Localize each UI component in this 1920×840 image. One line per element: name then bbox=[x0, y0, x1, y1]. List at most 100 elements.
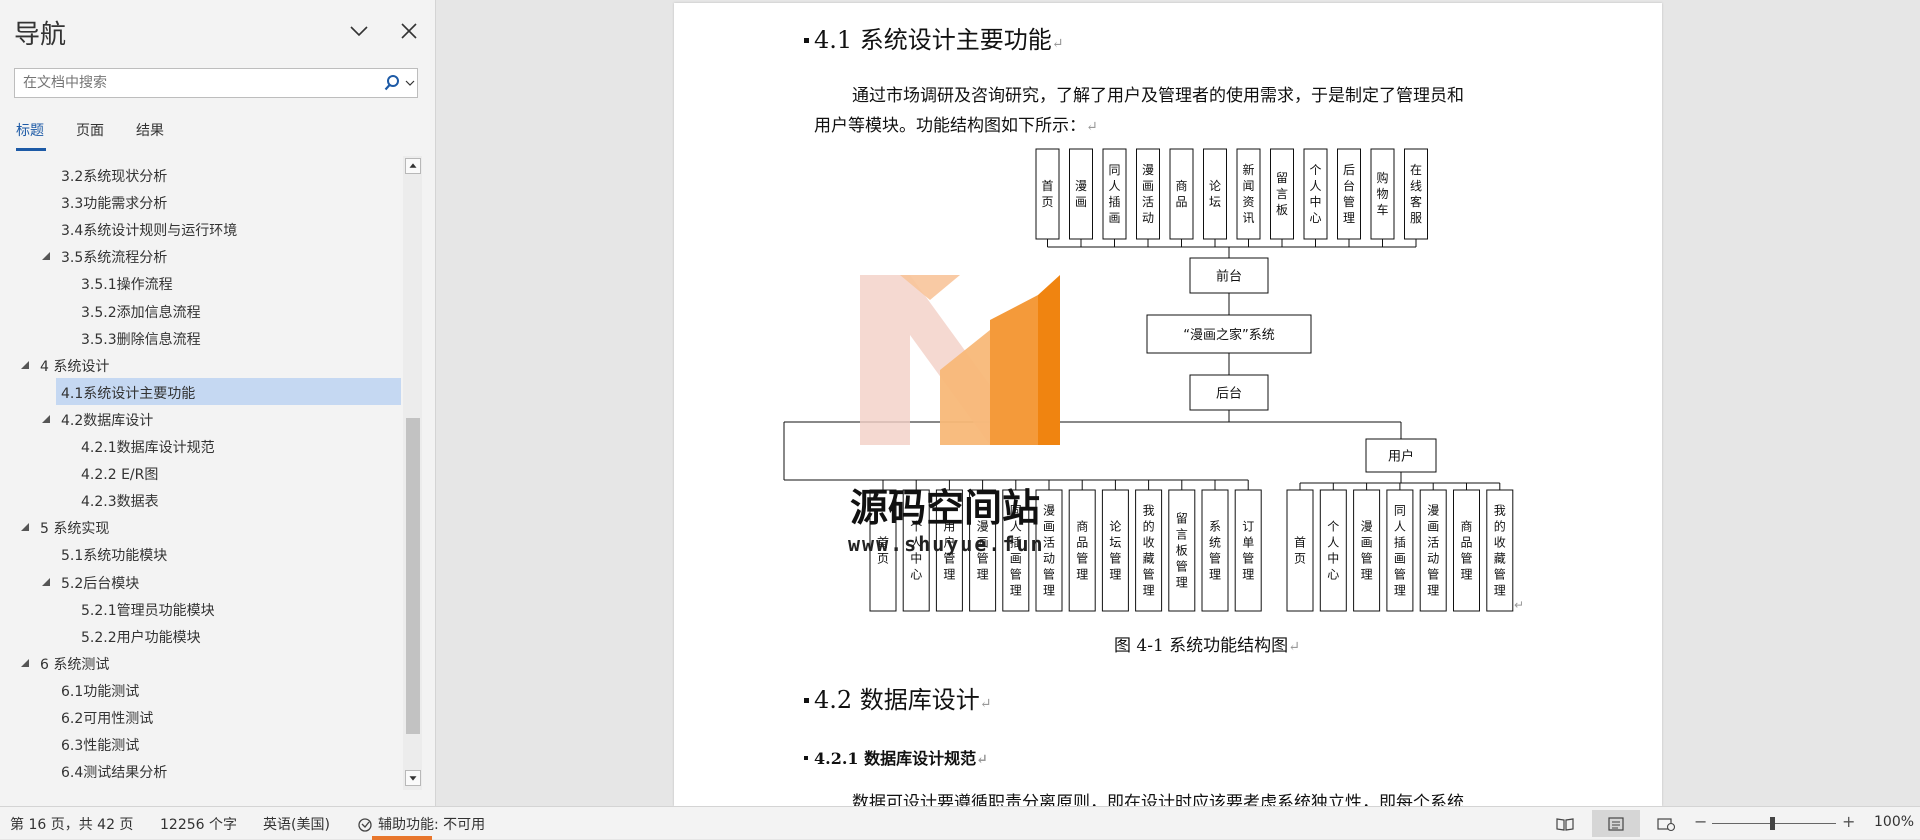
system-box-label: “漫画之家”系统 bbox=[1183, 327, 1274, 343]
zoom-level[interactable]: 100% bbox=[1874, 814, 1915, 830]
module-label-char: 单 bbox=[1242, 536, 1254, 550]
tree-item[interactable]: 3.5.3删除信息流程 bbox=[0, 324, 402, 351]
watermark-shape bbox=[900, 275, 960, 300]
search-input[interactable] bbox=[23, 73, 383, 93]
zoom-slider-thumb[interactable] bbox=[1770, 817, 1775, 830]
heading-bullet bbox=[804, 698, 809, 703]
tree-item[interactable]: 6.3性能测试 bbox=[0, 730, 402, 757]
module-label-char: 的 bbox=[1143, 519, 1155, 534]
tree-item-label: 4.2.1数据库设计规范 bbox=[81, 440, 215, 456]
module-label-char: 首 bbox=[1294, 536, 1306, 550]
module-label-char: 人 bbox=[910, 536, 922, 550]
module-label-char: 画 bbox=[1427, 520, 1439, 534]
zoom-out-button[interactable]: − bbox=[1694, 812, 1708, 831]
module-box bbox=[1002, 489, 1030, 612]
tree-item[interactable]: 5.2后台模块 bbox=[0, 568, 402, 595]
expand-triangle-icon[interactable] bbox=[20, 658, 30, 668]
module-label-char: 我 bbox=[1143, 504, 1155, 518]
tree-item[interactable]: 5.2.2用户功能模块 bbox=[0, 622, 402, 649]
chevron-down-icon[interactable] bbox=[346, 18, 372, 44]
search-icon[interactable] bbox=[383, 74, 401, 92]
module-box bbox=[1101, 489, 1129, 612]
zoom-in-button[interactable]: + bbox=[1842, 812, 1856, 831]
tree-item[interactable]: 4.1系统设计主要功能 bbox=[56, 377, 401, 405]
accessibility-icon[interactable] bbox=[357, 817, 373, 833]
expand-triangle-icon[interactable] bbox=[20, 360, 30, 370]
watermark-logo bbox=[860, 275, 1060, 445]
module-label-char: 板 bbox=[1276, 203, 1288, 217]
scrollbar-thumb[interactable] bbox=[406, 418, 420, 734]
back-box bbox=[1189, 374, 1269, 411]
tree-item[interactable]: 3.4系统设计规则与运行环境 bbox=[0, 215, 402, 242]
language-indicator[interactable]: 英语(美国) bbox=[263, 817, 330, 833]
module-label-char: 品 bbox=[1076, 536, 1088, 550]
tree-item-label: 3.5.1操作流程 bbox=[81, 277, 173, 294]
tree-item[interactable]: 4.2.1数据库设计规范 bbox=[0, 432, 402, 459]
module-label-char: 页 bbox=[877, 552, 889, 566]
tree-item[interactable]: 6 系统测试 bbox=[0, 649, 402, 676]
tree-item[interactable]: 3.5.2添加信息流程 bbox=[0, 297, 402, 324]
module-label-char: 漫 bbox=[1142, 163, 1154, 177]
module-label-char: 活 bbox=[1142, 195, 1154, 209]
module-label-char: 画 bbox=[1361, 536, 1373, 550]
tree-item-label: 5.2.2用户功能模块 bbox=[81, 629, 201, 646]
tab-pages[interactable]: 页面 bbox=[76, 123, 104, 139]
tree-item[interactable]: 7结 论 bbox=[0, 784, 402, 790]
module-label-char: 同 bbox=[1394, 504, 1406, 518]
tab-results[interactable]: 结果 bbox=[136, 123, 164, 139]
tree-item[interactable]: 4.2数据库设计 bbox=[0, 405, 402, 432]
expand-triangle-icon[interactable] bbox=[41, 251, 51, 261]
expand-triangle-icon[interactable] bbox=[41, 414, 51, 424]
module-box bbox=[1169, 148, 1194, 240]
module-label-char: 管 bbox=[1394, 567, 1406, 582]
tab-headings[interactable]: 标题 bbox=[16, 123, 44, 139]
expand-triangle-icon[interactable] bbox=[41, 577, 51, 587]
module-label-char: 管 bbox=[977, 551, 989, 566]
module-label-char: 管 bbox=[1043, 567, 1055, 582]
tree-item[interactable]: 3.5系统流程分析 bbox=[0, 242, 402, 269]
web-layout-icon[interactable] bbox=[1656, 816, 1676, 832]
tree-item[interactable]: 5.1系统功能模块 bbox=[0, 540, 402, 567]
tree-item-label: 4 系统设计 bbox=[40, 358, 110, 375]
module-box bbox=[1135, 489, 1163, 612]
heading-bullet bbox=[804, 756, 808, 760]
page-count[interactable]: 第 16 页，共 42 页 bbox=[10, 817, 134, 833]
expand-triangle-icon[interactable] bbox=[20, 522, 30, 532]
print-layout-icon[interactable] bbox=[1606, 816, 1626, 832]
module-label-char: 人 bbox=[1327, 536, 1339, 550]
tree-item[interactable]: 4 系统设计 bbox=[0, 351, 402, 378]
tree-item[interactable]: 3.5.1操作流程 bbox=[0, 269, 402, 296]
accessibility-status[interactable]: 辅助功能: 不可用 bbox=[378, 817, 486, 833]
read-mode-icon[interactable] bbox=[1555, 816, 1575, 832]
tree-item[interactable]: 6.1功能测试 bbox=[0, 676, 402, 703]
tree-item[interactable]: 3.2系统现状分析 bbox=[0, 161, 402, 188]
module-box bbox=[1453, 489, 1480, 612]
module-box bbox=[1035, 489, 1063, 612]
document-page[interactable]: 4.1 系统设计主要功能↵ 通过市场调研及咨询研究，了解了用户及管理者的使用需求… bbox=[674, 3, 1662, 806]
function-structure-diagram: 首页漫画同人插画漫画活动商品论坛新闻资讯留言板个人中心后台管理购物车在线客服前台… bbox=[783, 148, 1524, 612]
tree-item-label: 4.1系统设计主要功能 bbox=[61, 385, 196, 402]
nav-scrollbar[interactable] bbox=[403, 156, 422, 790]
watermark-title: 源码空间站 bbox=[850, 486, 1041, 530]
module-label-char: 服 bbox=[1410, 211, 1422, 225]
status-accent-bar bbox=[372, 836, 432, 840]
tree-item[interactable]: 6.4测试结果分析 bbox=[0, 757, 402, 784]
watermark-shape bbox=[940, 330, 990, 445]
scroll-up-arrow-icon[interactable] bbox=[405, 158, 421, 174]
word-count[interactable]: 12256 个字 bbox=[160, 817, 237, 833]
watermark-shape bbox=[1038, 275, 1060, 445]
close-icon[interactable] bbox=[396, 18, 422, 44]
tree-item[interactable]: 5 系统实现 bbox=[0, 513, 402, 540]
module-label-char: 动 bbox=[1043, 552, 1055, 566]
tree-item[interactable]: 4.2.3数据表 bbox=[0, 486, 402, 513]
module-label-char: 管 bbox=[1010, 567, 1022, 582]
tree-item[interactable]: 3.3功能需求分析 bbox=[0, 188, 402, 215]
tree-item[interactable]: 5.2.1管理员功能模块 bbox=[0, 595, 402, 622]
scroll-down-arrow-icon[interactable] bbox=[405, 770, 421, 786]
module-label-char: 管 bbox=[1143, 567, 1155, 582]
module-label-char: 管 bbox=[1427, 567, 1439, 582]
tree-item[interactable]: 4.2.2 E/R图 bbox=[0, 459, 402, 486]
tree-item[interactable]: 6.2可用性测试 bbox=[0, 703, 402, 730]
search-options-icon[interactable] bbox=[405, 79, 415, 87]
module-label-char: 画 bbox=[1075, 195, 1087, 209]
